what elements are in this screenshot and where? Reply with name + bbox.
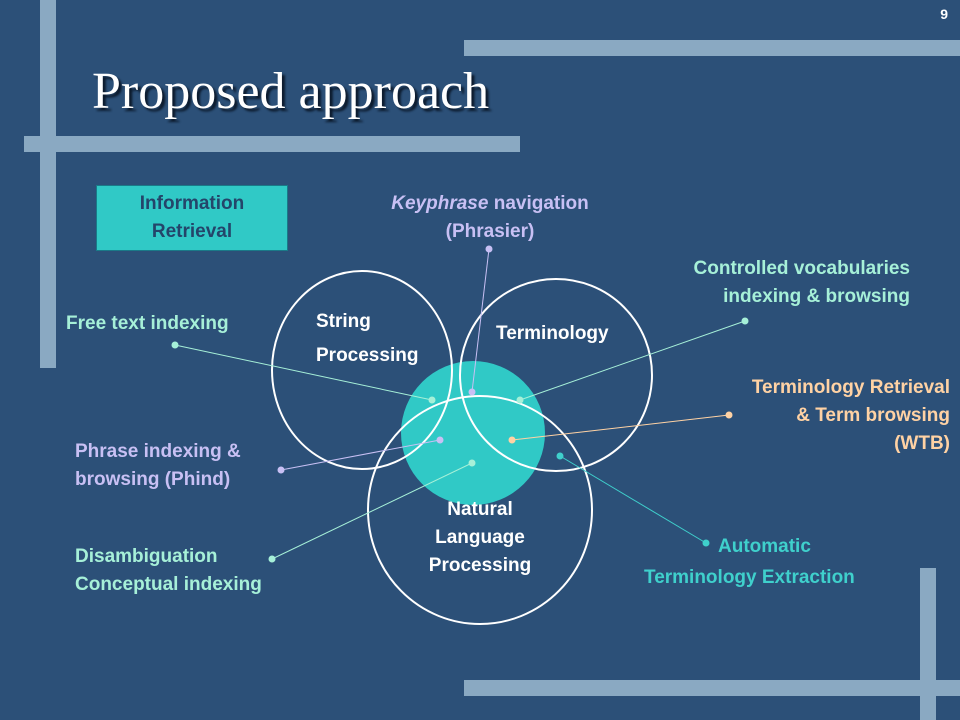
disamb-line-1: Disambiguation — [75, 546, 218, 567]
venn-center-overlap — [401, 361, 545, 505]
label-controlled-vocabularies: Controlled vocabularies indexing & brows… — [560, 255, 910, 311]
information-retrieval-box: Information Retrieval — [96, 185, 288, 251]
term-retrieval-line-2: & Term browsing — [796, 405, 950, 426]
connector-automatic-extraction — [559, 455, 707, 544]
circle-string-processing — [271, 270, 453, 470]
label-nlp: Natural Language Processing — [400, 496, 560, 580]
decor-bar-top-right — [464, 40, 960, 56]
label-nlp-line-2: Language — [435, 527, 525, 548]
connector-free-text — [174, 344, 433, 401]
keyphrase-line-2: (Phrasier) — [445, 221, 535, 242]
connector-controlled-vocab — [519, 320, 746, 401]
keyphrase-line-1: Keyphrase navigation — [340, 190, 640, 218]
dot-phrase-indexing-inner — [436, 436, 444, 444]
label-phrase-indexing: Phrase indexing & browsing (Phind) — [75, 438, 241, 494]
dot-term-retrieval-inner — [508, 436, 516, 444]
dot-controlled-vocab-inner — [516, 396, 524, 404]
dot-disambiguation-outer — [268, 555, 276, 563]
label-terminology: Terminology — [496, 323, 609, 344]
dot-automatic-extraction-outer — [702, 539, 710, 547]
label-free-text-indexing: Free text indexing — [66, 313, 229, 334]
connector-disambiguation — [271, 462, 473, 560]
label-keyphrase-navigation: Keyphrase navigation (Phrasier) — [340, 190, 640, 246]
label-string: String — [316, 311, 371, 332]
controlled-line-2: indexing & browsing — [723, 286, 910, 307]
ir-box-line-2: Retrieval — [151, 221, 233, 242]
label-nlp-line-1: Natural — [447, 499, 513, 520]
term-retrieval-line-1: Terminology Retrieval — [751, 377, 950, 398]
connector-keyphrase — [471, 248, 490, 393]
phrase-line-2: browsing (Phind) — [75, 469, 231, 490]
slide-title: Proposed approach — [92, 63, 490, 120]
phrase-line-1: Phrase indexing & — [75, 441, 241, 462]
term-retrieval-line-3: (WTB) — [894, 433, 950, 454]
dot-term-retrieval-outer — [725, 411, 733, 419]
slide-number: 9 — [940, 6, 948, 22]
dot-free-text-outer — [171, 341, 179, 349]
dot-automatic-extraction-inner — [556, 452, 564, 460]
decor-bar-left-vertical — [40, 0, 56, 368]
keyphrase-emphasis: Keyphrase — [391, 193, 489, 214]
connector-phrase-indexing — [280, 439, 441, 471]
ir-box-line-1: Information — [139, 193, 245, 214]
label-processing: Processing — [316, 345, 419, 366]
decor-bar-under-title — [24, 136, 520, 152]
disamb-line-2: Conceptual indexing — [75, 574, 262, 595]
circle-terminology — [459, 278, 653, 472]
decor-bar-bottom — [464, 680, 960, 696]
dot-free-text-inner — [428, 396, 436, 404]
dot-controlled-vocab-outer — [741, 317, 749, 325]
connector-term-retrieval — [511, 414, 730, 441]
keyphrase-rest: navigation — [488, 193, 589, 214]
controlled-line-1: Controlled vocabularies — [693, 258, 910, 279]
label-automatic-line-2: Terminology Extraction — [644, 567, 855, 588]
dot-phrase-indexing-outer — [277, 466, 285, 474]
label-terminology-retrieval: Terminology Retrieval & Term browsing (W… — [620, 374, 950, 458]
circle-natural-language-processing — [367, 395, 593, 625]
dot-keyphrase-outer — [485, 245, 493, 253]
label-disambiguation: Disambiguation Conceptual indexing — [75, 543, 262, 599]
label-nlp-line-3: Processing — [428, 555, 532, 576]
dot-keyphrase-inner — [468, 388, 476, 396]
dot-disambiguation-inner — [468, 459, 476, 467]
label-automatic-line-1: Automatic — [718, 536, 811, 557]
